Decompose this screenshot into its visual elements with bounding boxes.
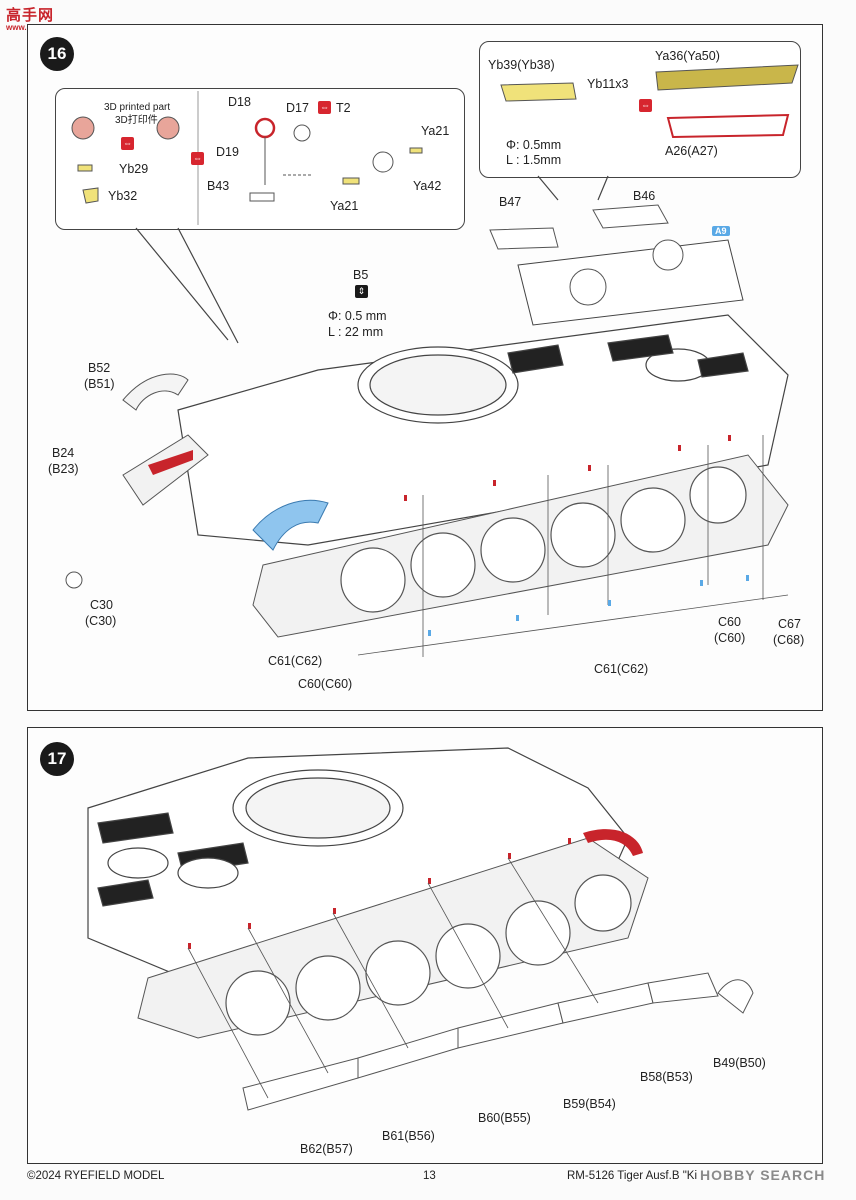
label-c30: C30 (90, 598, 113, 612)
b46-plate (592, 204, 669, 229)
label-d17: D17 (286, 101, 309, 115)
label-c68: (C68) (773, 633, 805, 647)
footer-copyright: ©2024 RYEFIELD MODEL (27, 1170, 165, 1182)
engine-deck (517, 239, 744, 326)
road-wheels-rear (225, 874, 632, 1036)
label-len-small: L : 1.5mm (506, 153, 562, 167)
red-fender (583, 829, 643, 856)
label-d18: D18 (228, 95, 251, 109)
label-b5-len: L : 22 mm (328, 325, 384, 339)
label-b5: B5 (353, 268, 369, 282)
step-17-panel: 17 (27, 727, 823, 1164)
step-17-number: 17 (40, 742, 74, 776)
paint-icon-mid: ⇔ (191, 152, 204, 165)
red-pins-17 (188, 838, 571, 949)
blue-pins (428, 575, 749, 636)
label-yb29: Yb29 (119, 162, 149, 176)
label-b61: B61(B56) (382, 1129, 435, 1143)
callout-left-tail-a (135, 227, 229, 341)
label-c60-c: (C60) (714, 631, 746, 645)
label-c67: C67 (778, 617, 801, 631)
c30-shackle (65, 571, 83, 589)
label-c60-a: C60(C60) (298, 677, 353, 691)
step-17-drawing (87, 747, 754, 1111)
label-yb11: Yb11x3 (587, 77, 629, 91)
label-b43: B43 (207, 179, 230, 193)
red-pins (404, 435, 731, 501)
label-b59: B59(B54) (563, 1097, 616, 1111)
step-16-panel: 16 (27, 24, 823, 711)
road-wheels (340, 466, 747, 613)
a26-frame (666, 113, 790, 139)
label-d19: D19 (216, 145, 239, 159)
step-16-number: 16 (40, 37, 74, 71)
b52-fender (122, 373, 189, 411)
label-b51: (B51) (84, 377, 115, 391)
label-yb39: Yb39(Yb38) (488, 58, 555, 72)
label-b5-phi: Φ: 0.5 mm (328, 309, 387, 323)
yb39-plate (500, 82, 577, 102)
callout-right-tail-b (597, 175, 609, 201)
label-a26: A26(A27) (665, 144, 718, 158)
step-16-drawing (65, 64, 799, 657)
printed-part-cn: 3D打印件 (115, 115, 158, 126)
callout-left-tail-b (177, 227, 239, 344)
label-a9: A9 (712, 226, 730, 236)
paint-icon: ⇔ (318, 101, 331, 114)
skirt-b58 (647, 972, 719, 1004)
label-ya42: Ya42 (413, 179, 442, 193)
label-b23: (B23) (48, 462, 79, 476)
footer-search-logo: HOBBY SEARCH (700, 1167, 826, 1183)
fender-b49 (717, 979, 754, 1014)
label-yb32: Yb32 (108, 189, 138, 203)
leader-lines-17 (187, 857, 599, 1099)
label-c60-b: C60 (718, 615, 741, 629)
footer-product: RM-5126 Tiger Ausf.B "King Tiger" Early (567, 1170, 697, 1182)
paint-icon-right: ⇔ (639, 99, 652, 112)
label-b60: B60(B55) (478, 1111, 531, 1125)
label-ya21-a: Ya21 (421, 124, 450, 138)
label-c61-b: C61(C62) (594, 662, 649, 676)
label-b52: B52 (88, 361, 111, 375)
skirt-b61 (357, 1027, 459, 1079)
label-b47: B47 (499, 195, 522, 209)
printed-part-en: 3D printed part (104, 102, 171, 113)
label-ya21-b: Ya21 (330, 199, 359, 213)
label-b46: B46 (633, 189, 656, 203)
label-c61-a: C61(C62) (268, 654, 323, 668)
drill-icon: ⇕ (355, 285, 368, 298)
leader-lines (357, 435, 789, 657)
label-ya36: Ya36(Ya50) (655, 49, 720, 63)
label-c30-paren: (C30) (85, 614, 117, 628)
ya36-grille (655, 64, 799, 91)
label-b49: B49(B50) (713, 1056, 766, 1070)
skirt-b60 (457, 1002, 564, 1049)
label-b62: B62(B57) (300, 1142, 353, 1156)
label-t2: T2 (336, 101, 351, 115)
footer-page-number: 13 (423, 1170, 436, 1182)
b47-plate (489, 227, 559, 250)
headlight-drawing (249, 117, 423, 202)
mudguard-blue (252, 499, 329, 551)
skirt-b59 (557, 982, 654, 1024)
printed-part-drawing (71, 116, 180, 204)
callout-left (55, 88, 465, 230)
label-b58: B58(B53) (640, 1070, 693, 1084)
watermark-title: 高手网 (6, 7, 55, 24)
label-b24: B24 (52, 446, 75, 460)
b24-part (148, 450, 193, 475)
paint-icon-left: ⇔ (121, 137, 134, 150)
label-phi-small: Φ: 0.5mm (506, 138, 562, 152)
callout-right-tail-a (537, 175, 559, 201)
